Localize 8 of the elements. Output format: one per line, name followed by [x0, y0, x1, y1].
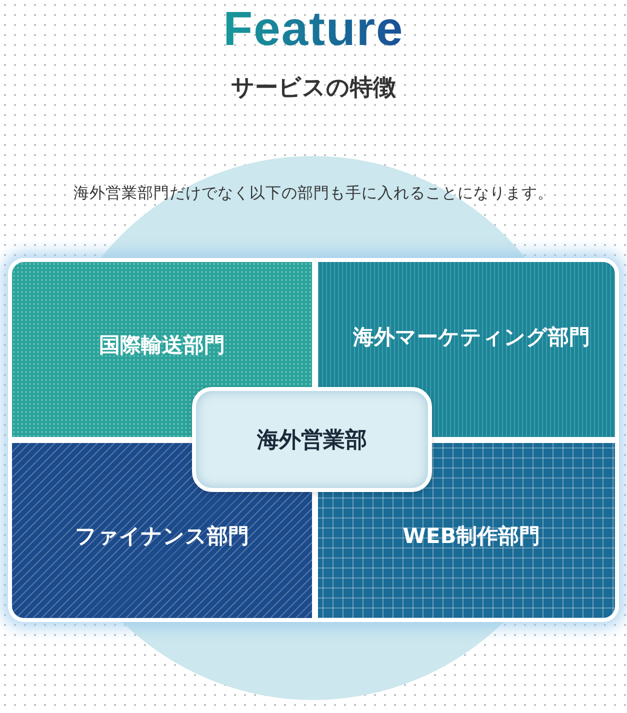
- panel-label: 海外営業部: [257, 426, 367, 454]
- panel-label: ファイナンス部門: [75, 523, 249, 550]
- subtitle: サービスの特徴: [231, 75, 396, 101]
- panel-label: 海外マーケティング部門: [353, 324, 590, 351]
- panel-label: 国際輸送部門: [99, 332, 225, 359]
- description-text: 海外営業部門だけでなく以下の部門も手に入れることになります。: [74, 184, 554, 202]
- center-box: [192, 387, 432, 492]
- panel-label: WEB制作部門: [402, 523, 540, 550]
